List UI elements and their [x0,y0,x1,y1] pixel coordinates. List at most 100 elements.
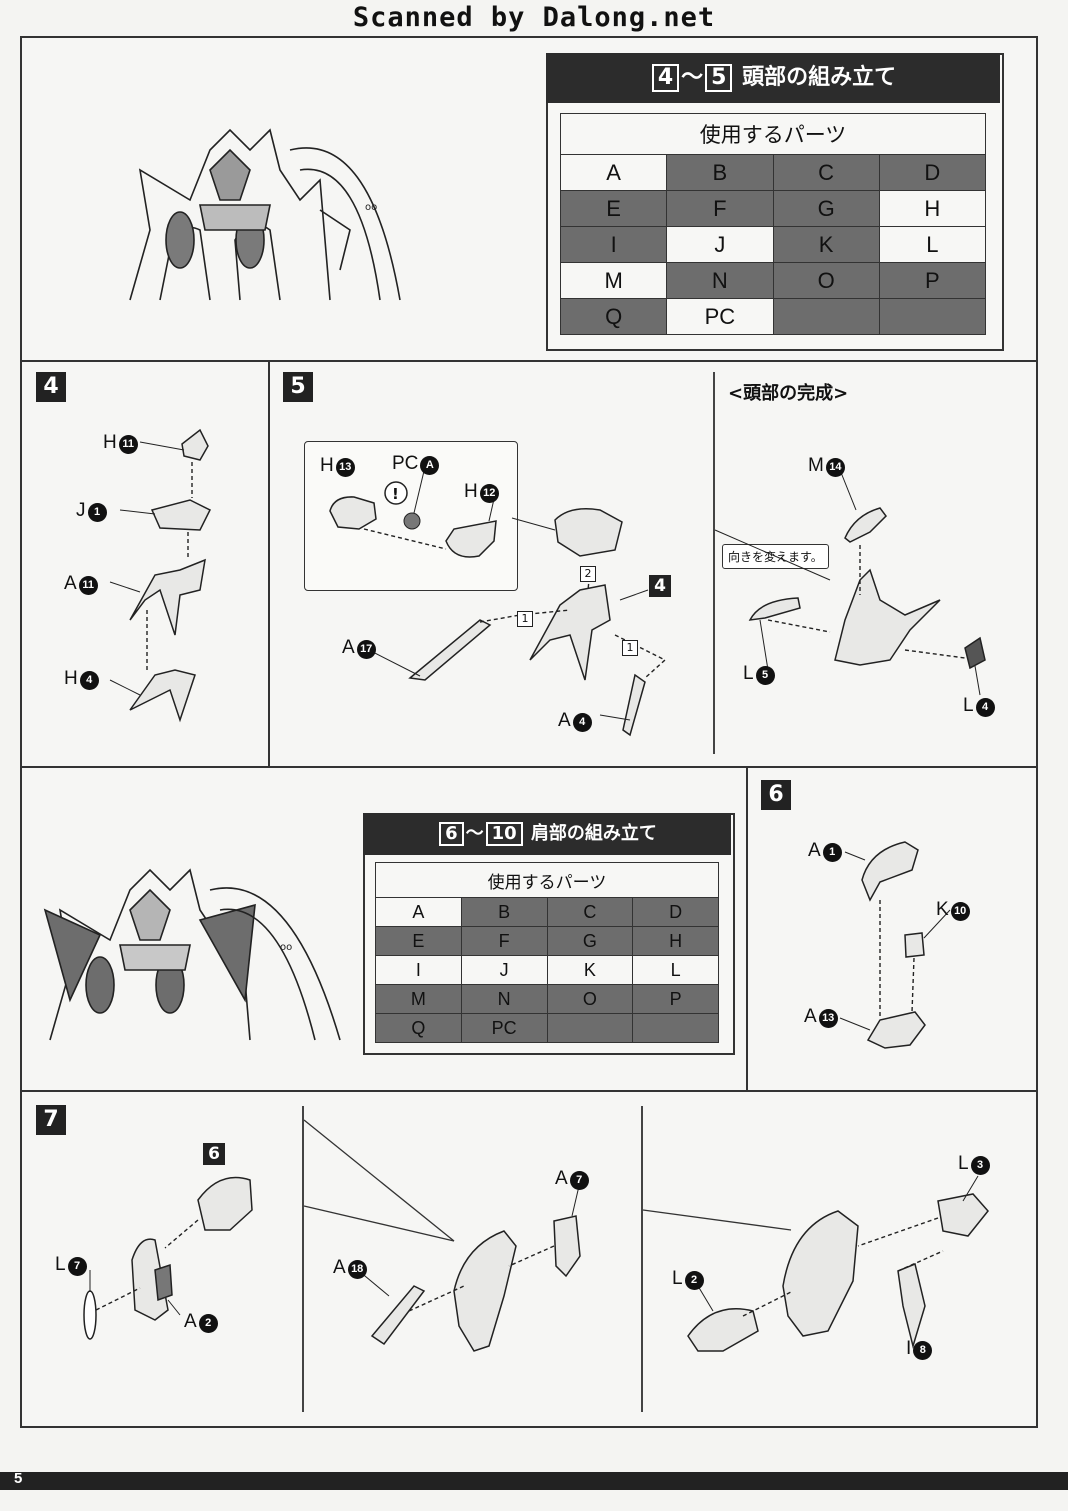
parts-table-title: 使用するパーツ [375,862,719,898]
step-ref-tag: 6 [203,1143,225,1165]
parts-table-cell: Q [375,1013,462,1043]
parts-table-cell: L [632,955,719,985]
parts-table-cell: M [559,262,668,299]
parts-table-cell: A [559,154,668,191]
parts-table-cell: F [666,190,774,227]
svg-text:oo: oo [280,942,292,953]
range-start: 6 [439,822,464,846]
step7-panel [20,1090,1038,1428]
parts-table-cell [772,298,880,335]
parts-table-cell: E [559,190,668,227]
orientation-note: 向きを変えます。 [722,544,829,569]
panel-divider [641,1106,643,1412]
step7-diagram-a [83,1176,253,1340]
range-end: 10 [485,822,523,846]
parts-table-cell: C [772,154,880,191]
parts-table-cell: H [632,926,719,956]
range-start: 4 [651,64,680,93]
order-mark: 1 [622,640,638,656]
parts-table-title: 使用するパーツ [560,113,986,155]
parts-table-cell: J [460,955,548,985]
parts-table-cell: P [632,984,719,1014]
parts-table-cell: B [666,154,774,191]
parts-table-cell: Q [559,298,668,335]
parts-table-cell: O [772,262,880,299]
panel-divider [713,372,715,754]
section-title: 肩部の組み立て [530,823,657,844]
page-number: 5 [14,1470,23,1487]
head-complete-title: <頭部の完成> [728,383,849,404]
step-number: 4 [36,372,66,402]
parts-table-cell: E [375,926,462,956]
step5-diagram [364,508,667,737]
svg-text:oo: oo [365,202,377,213]
parts-table-cell: PC [666,298,774,335]
parts-table-cell: M [375,984,462,1014]
parts-table-cell: B [460,897,548,927]
order-mark: 1 [517,611,533,627]
parts-table-cell: I [559,226,668,263]
parts-table-cell: D [878,154,987,191]
head-complete-diagram [714,469,986,696]
range-end: 5 [705,64,733,93]
step7-diagram-c [642,1175,989,1352]
parts-table-cell: PC [460,1013,548,1043]
parts-table-cell: O [546,984,634,1014]
parts-table-cell: L [878,226,987,263]
step5-inset-diagram: ! [329,470,497,558]
parts-table-cell: F [460,926,548,956]
parts-table-cell: I [375,955,462,985]
footer-bar [0,1472,1068,1490]
svg-text:!: ! [392,485,399,503]
scan-watermark: Scanned by Dalong.net [352,2,716,33]
parts-table-cell: N [666,262,774,299]
shoulder-section-header: 6～10 肩部の組み立て [363,813,731,855]
step-ref-tag: 4 [649,575,671,597]
parts-table-cell: P [878,262,987,299]
parts-table-cell: N [460,984,548,1014]
parts-table-cell: K [546,955,634,985]
robot-shoulder-illustration: oo [43,868,341,1041]
section-title: 頭部の組み立て [742,65,897,90]
parts-table-cell [546,1013,634,1043]
parts-table-cell: H [878,190,987,227]
parts-table-cell: G [546,926,634,956]
robot-head-illustration: oo [129,128,401,301]
parts-table-cell: D [632,897,719,927]
parts-table-cell [632,1013,719,1043]
step6-diagram [839,841,951,1049]
range-separator: ～ [465,823,484,844]
parts-table-cell: C [546,897,634,927]
range-separator: ～ [681,65,704,90]
parts-table-cell: G [772,190,880,227]
step-number: 6 [761,780,791,810]
parts-table-cell: J [666,226,774,263]
step4-diagram [109,428,212,723]
parts-table-cell: K [772,226,880,263]
step-number: 7 [36,1105,66,1135]
parts-table-cell: A [375,897,462,927]
step-number: 5 [283,372,313,402]
